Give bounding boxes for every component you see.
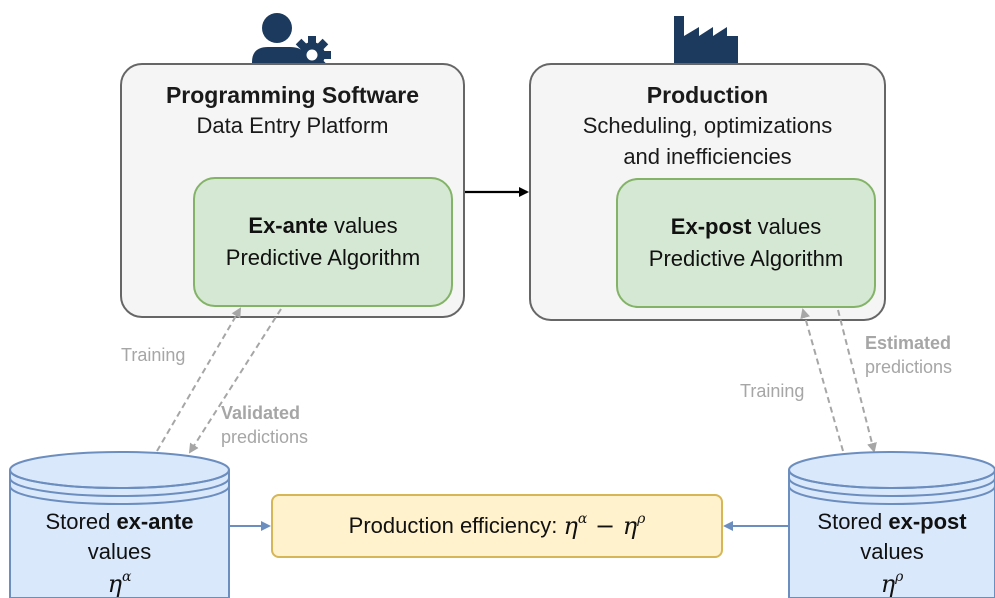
ex-ante-db-line1: Stored ex-ante: [10, 508, 229, 536]
efficiency-minus: −: [587, 512, 623, 540]
validated-predictions-arrow: [188, 308, 282, 454]
estimated-bold-label: Estimated: [865, 333, 952, 353]
ex-post-algorithm-line1: Ex-post values: [671, 211, 821, 243]
ex-post-database: Stored ex-post values ηρ: [789, 505, 995, 598]
ex-ante-values-label: values: [327, 213, 398, 238]
efficiency-eta-alpha: η: [563, 512, 578, 540]
validated-rest-label: predictions: [221, 427, 309, 447]
production-subtitle-line2: and inefficiencies: [623, 144, 792, 169]
efficiency-alpha: α: [577, 511, 588, 527]
ex-post-rho: ρ: [895, 569, 904, 585]
ex-post-db-line1: Stored ex-post: [789, 508, 995, 536]
training-left-label: Training: [121, 345, 186, 365]
estimated-predictions-arrow: [837, 309, 877, 453]
estimated-predictions-label: Estimated predictions: [865, 331, 952, 379]
ex-ante-algorithm-box: Ex-ante values Predictive Algorithm: [193, 177, 453, 307]
programming-software-title: Programming Software: [165, 82, 420, 108]
efficiency-rho: ρ: [637, 511, 646, 527]
ex-post-db-bold: ex-post: [888, 509, 967, 534]
ex-ante-algorithm-line1: Ex-ante values: [248, 210, 397, 242]
training-right-arrow: [800, 308, 844, 452]
ex-post-database-icon: [788, 451, 995, 598]
production-efficiency-box: Production efficiency: ηα − ηρ: [271, 494, 723, 558]
ex-post-db-prefix: Stored: [817, 509, 889, 534]
production-subtitle-line1: Scheduling, optimizations: [582, 113, 833, 138]
validated-predictions-label: Validated predictions: [221, 401, 308, 449]
programming-software-subtitle: Data Entry Platform: [196, 113, 389, 138]
validated-bold-label: Validated: [221, 403, 301, 423]
ex-post-eta: η: [880, 570, 896, 598]
efficiency-formula: ηα − ηρ: [563, 511, 646, 540]
ex-ante-eta: η: [107, 570, 122, 598]
training-left-arrow: [156, 307, 242, 452]
efficiency-label: Production efficiency:: [348, 513, 564, 538]
ex-post-db-line2: values: [860, 539, 924, 564]
ex-post-bold-label: Ex-post: [670, 214, 752, 239]
ex-ante-database-icon: [9, 451, 230, 598]
ex-post-values-label: values: [751, 214, 822, 239]
production-title: Production: [646, 82, 769, 108]
ex-post-db-symbol: ηρ: [789, 565, 995, 598]
ex-ante-db-symbol: ηα: [10, 565, 229, 598]
ex-post-algorithm-line2: Predictive Algorithm: [648, 246, 844, 271]
ex-ante-alpha: α: [121, 569, 132, 585]
ex-ante-database: Stored ex-ante values ηα: [10, 505, 229, 598]
ex-ante-algorithm-line2: Predictive Algorithm: [225, 245, 421, 270]
efficiency-eta-rho: η: [622, 512, 638, 540]
ex-ante-db-prefix: Stored: [45, 509, 117, 534]
estimated-rest-label: predictions: [865, 357, 953, 377]
ex-post-algorithm-box: Ex-post values Predictive Algorithm: [616, 178, 876, 308]
ex-ante-db-line2: values: [87, 539, 152, 564]
ex-ante-db-bold: ex-ante: [116, 509, 194, 534]
training-right-label: Training: [740, 381, 805, 401]
ex-ante-bold-label: Ex-ante: [248, 213, 328, 238]
